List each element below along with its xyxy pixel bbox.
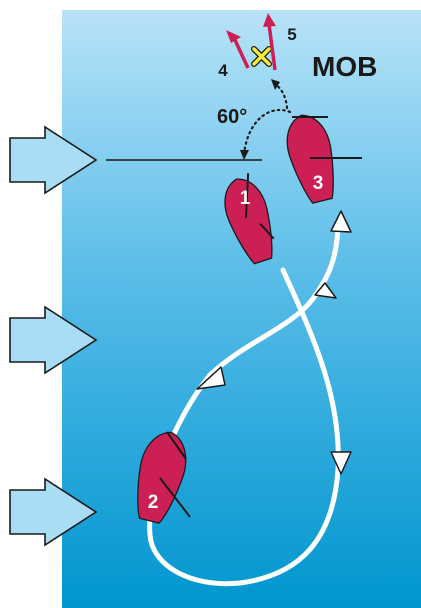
- wind-arrow-icon: [9, 125, 98, 195]
- dotted-turn-curve: [242, 108, 292, 156]
- dotted-arrowhead: [240, 150, 249, 160]
- position-5-label: 5: [287, 25, 296, 44]
- wind-arrow-icon: [9, 477, 98, 547]
- wind-arrow-icon: [9, 305, 98, 375]
- boom-line: [244, 173, 250, 219]
- boat-2: [137, 431, 187, 524]
- position-4-label: 4: [218, 61, 228, 80]
- sailboat-hull-icon: [286, 114, 334, 204]
- position-4-arrow: [226, 30, 250, 69]
- jib-line: [166, 431, 187, 460]
- boat-3: [286, 114, 334, 204]
- boom-line: [259, 223, 275, 240]
- track-direction-arrow: [330, 451, 352, 475]
- dotted-arrowhead: [271, 79, 280, 90]
- dotted-approach-curve: [273, 82, 289, 110]
- track-direction-arrow: [314, 282, 337, 299]
- boat-1-label: 1: [240, 188, 251, 209]
- position-5-arrow: [263, 13, 277, 71]
- sailboat-hull-icon: [224, 178, 273, 265]
- water-area: [62, 10, 421, 608]
- boat-3-label: 3: [313, 173, 324, 194]
- track-direction-arrow: [330, 210, 352, 233]
- boat-2-label: 2: [148, 492, 159, 513]
- mob-label: MOB: [312, 51, 377, 82]
- boat-1: [224, 173, 275, 265]
- angle-label: 60°: [217, 106, 247, 128]
- boom-line: [159, 477, 191, 518]
- x-marker-icon: [251, 46, 272, 67]
- track-direction-arrow: [196, 366, 226, 390]
- sailboat-hull-icon: [137, 431, 187, 524]
